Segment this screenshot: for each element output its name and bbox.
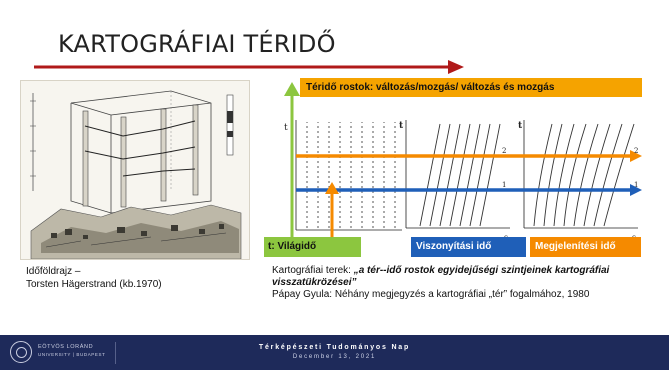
logo-line2: UNIVERSITY | BUDAPEST [38,352,106,357]
reference-time-label: Viszonyítási idő [411,237,526,257]
display-time-label: Megjelenítési idő [530,237,641,257]
caption-left-line2: Torsten Hägerstrand (kb.1970) [26,279,162,290]
panel2-axis-t: t [399,121,404,131]
orange-up-arrow [325,182,339,238]
elte-logo-text: EÖTVÖS LORÁND UNIVERSITY | BUDAPEST [38,344,105,358]
panel3-axis-t: t [518,121,523,131]
panel-world-time: t [284,120,402,231]
level-1-label-a: 1 [502,181,506,189]
caption-right-ref: Pápay Gyula: Néhány megjegyzés a kartogr… [272,289,590,300]
level-2-arrow: 2 2 [296,147,642,162]
space-time-fibers-figure: t t s [262,80,648,258]
footer-bar [0,335,669,370]
slide-title: KARTOGRÁFIAI TÉRIDŐ [58,30,336,58]
level-1-label-b: 1 [634,181,638,189]
caption-hagerstrand: Időföldrajz – Torsten Hägerstrand (kb.19… [26,265,162,291]
caption-right-quote: „a tér--idő rostok egyidejűségi szintjei… [272,265,610,288]
footer-event-title: Térképészeti Tudományos Nap [258,344,411,351]
world-time-label: t: Világidő [264,237,361,257]
footer-event-date: December 13, 2021 [292,354,377,360]
panel1-axis-t: t [284,123,288,133]
elte-seal-icon [10,341,32,363]
panel-display-time: t s [518,120,638,242]
caption-left-line1: Időföldrajz – [26,266,81,277]
level-2-label-a: 2 [502,147,506,155]
caption-right-prefix: Kartográfiai terek: [272,265,354,276]
level-2-label-b: 2 [634,147,638,155]
space-time-fibers-band: Téridő rostok: változás/mozgás/ változás… [300,78,642,97]
title-arrow [34,60,464,74]
level-1-arrow: 1 1 [296,181,642,196]
time-geography-cube-image [20,80,250,260]
caption-papay: Kartográfiai terek: „a tér--idő rostok e… [272,265,648,301]
logo-line1: EÖTVÖS LORÁND [38,344,94,350]
vilagido-arrow [284,82,300,240]
logo-divider [115,342,116,364]
